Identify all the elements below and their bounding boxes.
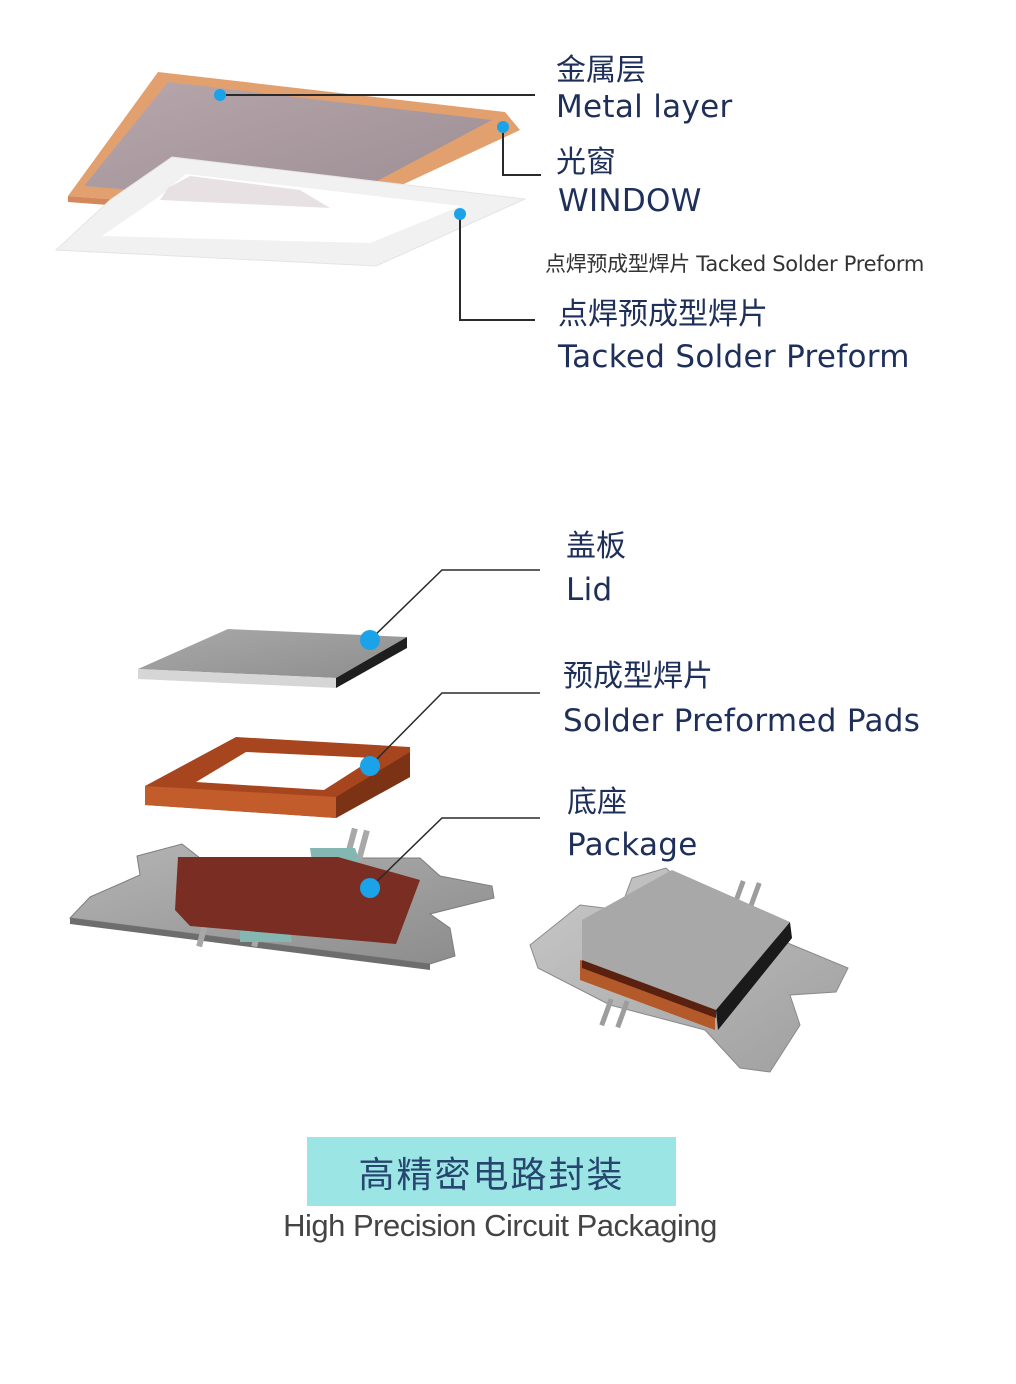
assembled-package: [529, 867, 849, 1073]
package-base: [68, 827, 495, 970]
lid-label-en: Lid: [566, 572, 613, 608]
footer-title-zh: 高精密电路封装: [358, 1154, 625, 1196]
tacked-preform-inline-caption: 点焊预成型焊片 Tacked Solder Preform: [545, 252, 924, 276]
leader-solder-pads: [360, 692, 540, 776]
solder-preform-ring: [145, 737, 410, 818]
metal-layer-label-en: Metal layer: [556, 89, 733, 125]
window-label-en: WINDOW: [558, 183, 702, 219]
leader-tacked-preform: [454, 208, 535, 321]
lid-label-zh: 盖板: [566, 529, 626, 564]
lid-plate: [138, 629, 407, 688]
leader-lid: [360, 569, 540, 650]
leader-window: [497, 121, 541, 176]
metal-layer-label-zh: 金属层: [556, 53, 646, 88]
solder-pads-label-zh: 预成型焊片: [563, 659, 713, 694]
footer-title-banner: 高精密电路封装: [307, 1137, 676, 1206]
package-label-zh: 底座: [567, 785, 627, 820]
leader-package: [360, 817, 540, 898]
leader-metal-layer: [214, 89, 535, 101]
package-label-en: Package: [567, 827, 698, 863]
footer-title-en: High Precision Circuit Packaging: [283, 1208, 717, 1243]
window-label-zh: 光窗: [556, 145, 616, 180]
tacked-preform-label-en: Tacked Solder Preform: [558, 339, 910, 375]
window-frame: [54, 156, 527, 267]
tacked-preform-label-zh: 点焊预成型焊片: [558, 297, 768, 332]
solder-pads-label-en: Solder Preformed Pads: [563, 703, 921, 739]
